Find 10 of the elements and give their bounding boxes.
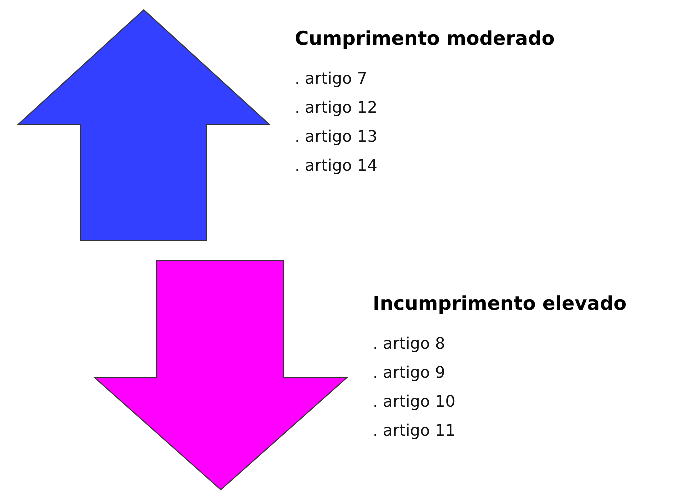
list-item: . artigo 12 — [295, 97, 379, 119]
list-item: . artigo 14 — [295, 155, 379, 177]
heading: Cumprimento moderado — [295, 28, 555, 50]
list-item: . artigo 11 — [373, 420, 457, 442]
list-item: . artigo 9 — [373, 362, 446, 384]
list-item: . artigo 7 — [295, 68, 368, 90]
list-item: . artigo 8 — [373, 333, 446, 355]
list-item: . artigo 13 — [295, 126, 379, 148]
heading: Incumprimento elevado — [373, 293, 627, 315]
list-item: . artigo 10 — [373, 391, 457, 413]
